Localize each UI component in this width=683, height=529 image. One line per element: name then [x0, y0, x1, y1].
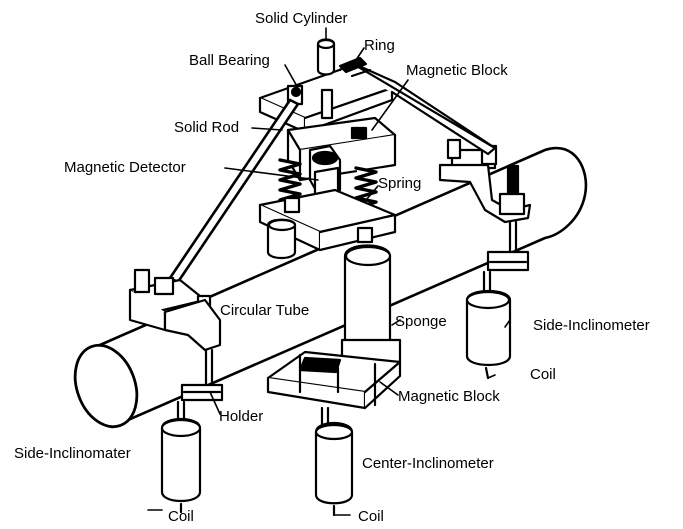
right-holder	[438, 138, 532, 272]
center-plate	[258, 188, 397, 260]
label-ball-bearing: Ball Bearing	[189, 52, 270, 69]
label-sponge: Sponge	[395, 313, 447, 330]
left-side-inclinometer	[160, 400, 202, 514]
label-side-inclinometer-right: Side-Inclinometer	[533, 317, 650, 334]
upper-magnetic-block	[286, 116, 397, 202]
label-coil-left: Coil	[168, 508, 194, 525]
label-solid-rod: Solid Rod	[174, 119, 240, 136]
label-side-inclinometer-left: Side-Inclinomater	[14, 445, 131, 462]
label-coil-center: Coil	[358, 508, 384, 525]
label-solid-cylinder: Solid Cylinder	[255, 10, 348, 27]
label-magnetic-block-bottom: Magnetic Block	[398, 388, 500, 405]
label-magnetic-block-top: Magnetic Block	[406, 62, 508, 79]
label-coil-right: Coil	[530, 366, 556, 383]
center-inclinometer	[314, 421, 354, 517]
label-circular-tube: Circular Tube	[220, 302, 310, 319]
right-side-inclinometer	[465, 270, 512, 380]
bottom-magnetic-block	[266, 350, 402, 428]
label-center-inclinometer: Center-Inclinometer	[362, 455, 494, 472]
circular-tube	[73, 146, 588, 429]
leader-lines	[147, 27, 511, 516]
sponge-cylinder	[340, 244, 402, 364]
label-ring: Ring	[364, 37, 395, 54]
label-spring: Spring	[378, 175, 422, 192]
left-holder	[128, 268, 224, 402]
label-magnetic-detector: Magnetic Detector	[64, 159, 186, 176]
label-holder: Holder	[219, 408, 264, 425]
